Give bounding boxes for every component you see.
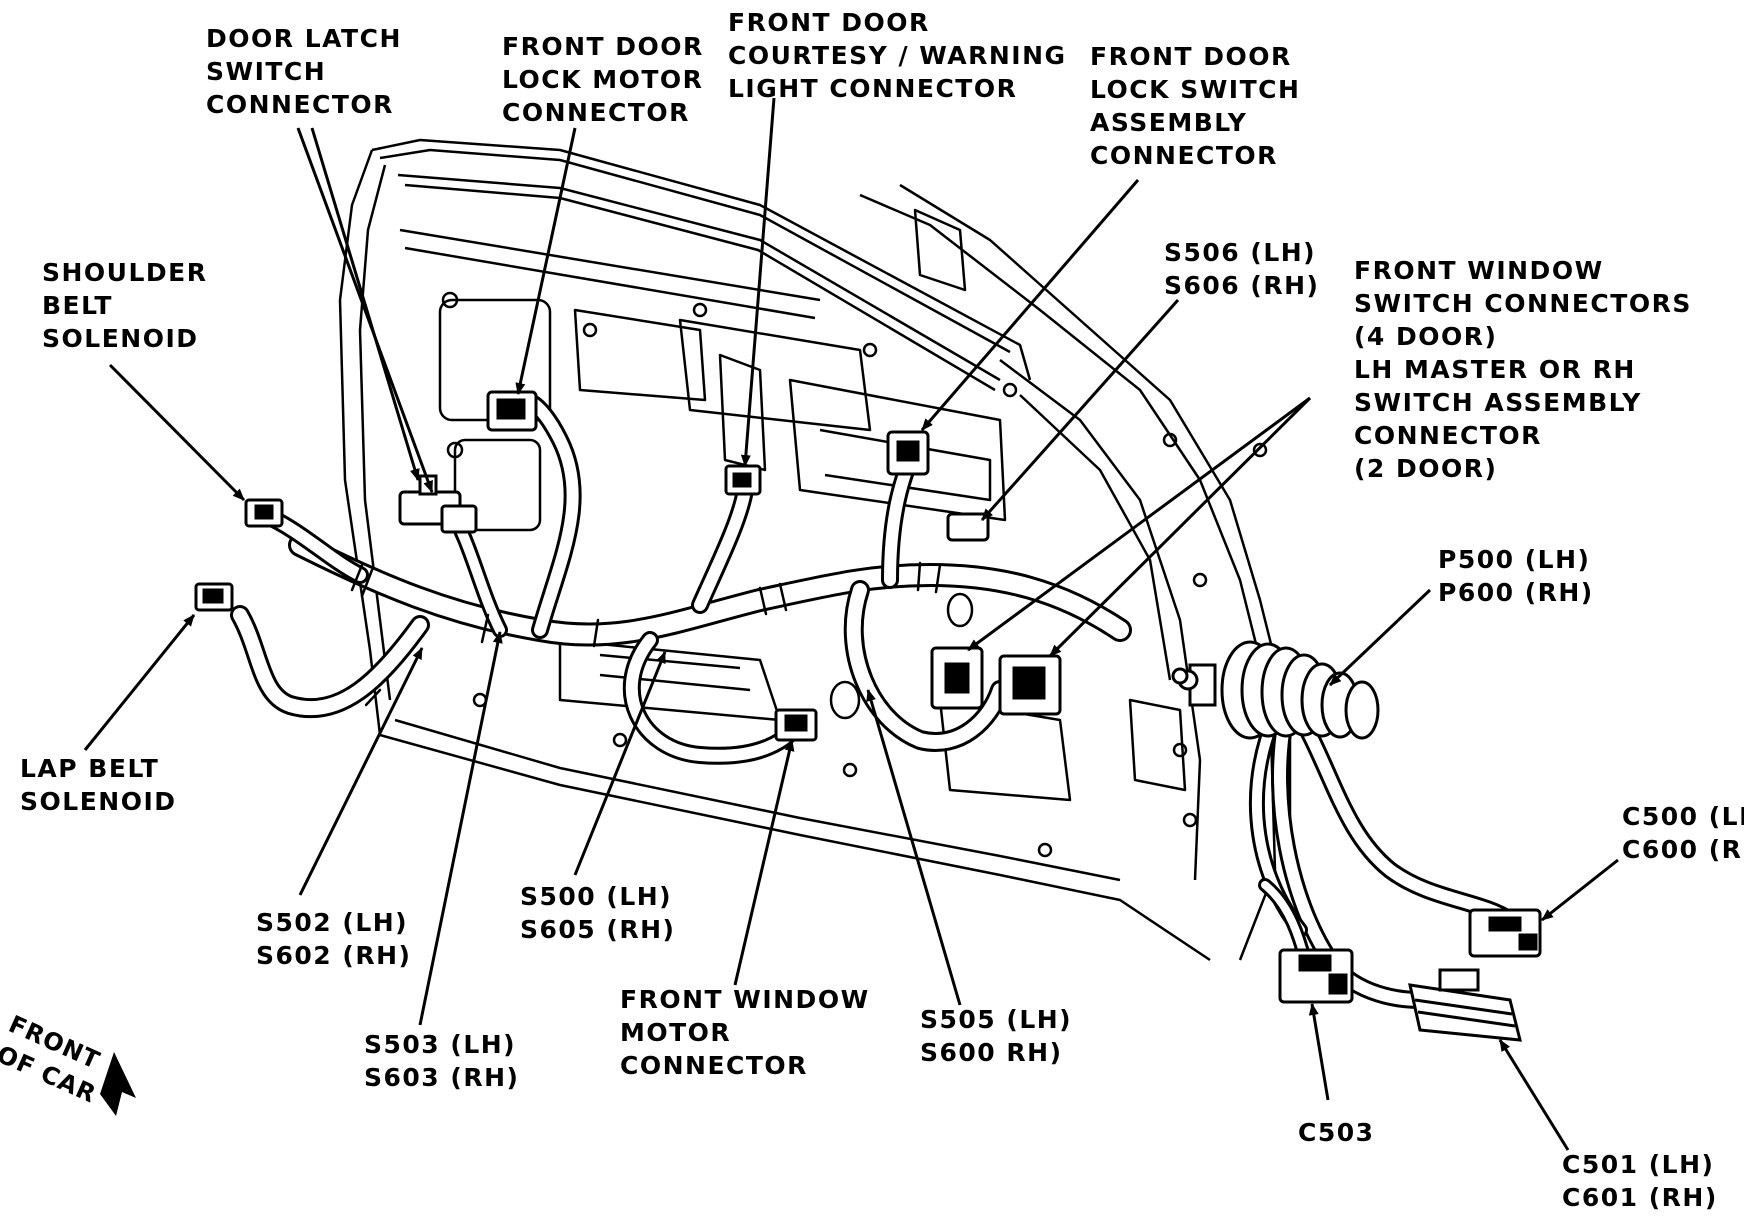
label-line: C600 (RH) [1622,835,1744,864]
label-line: FRONT DOOR [1090,42,1292,71]
label-line: SWITCH CONNECTORS [1354,289,1692,318]
label-s503-s603: S503 (LH) S603 (RH) [364,1028,519,1094]
label-line: LIGHT CONNECTOR [728,74,1018,103]
label-front-window-motor-connector: FRONT WINDOW MOTOR CONNECTOR [620,983,870,1082]
label-line: ASSEMBLY [1090,108,1248,137]
label-line: (2 DOOR) [1354,454,1498,483]
label-line: FRONT WINDOW [620,985,870,1014]
front-arrow-icon [100,1052,136,1116]
door-latch-connector-icon [398,474,478,534]
label-line: P500 (LH) [1438,545,1591,574]
label-line: FRONT DOOR [502,32,704,61]
label-line: CONNECTOR [620,1051,808,1080]
label-shoulder-belt-solenoid: SHOULDER BELT SOLENOID [42,256,208,355]
courtesy-light-connector-icon [724,464,762,496]
c503-connector-icon [1278,948,1354,1004]
label-line: LOCK SWITCH [1090,75,1301,104]
label-c503: C503 [1298,1116,1375,1149]
label-s505-s600: S505 (LH) S600 RH) [920,1003,1072,1069]
front-of-car-indicator: FRONT OF CAR [0,1010,152,1120]
label-line: FRONT WINDOW [1354,256,1604,285]
c501-connector-icon [1408,968,1522,1042]
label-line: LOCK MOTOR [502,65,704,94]
label-line: S605 (RH) [520,915,676,944]
label-line: SHOULDER [42,258,208,287]
label-front-door-lock-motor-connector: FRONT DOOR LOCK MOTOR CONNECTOR [502,30,704,129]
c500-connector-icon [1468,908,1542,958]
label-front-door-lock-switch-assembly-connector: FRONT DOOR LOCK SWITCH ASSEMBLY CONNECTO… [1090,40,1300,172]
label-line: FRONT DOOR [728,8,930,37]
label-line: S506 (LH) [1164,238,1317,267]
label-line: (4 DOOR) [1354,322,1498,351]
label-line: S600 RH) [920,1038,1063,1067]
lock-switch-connector-icon [886,430,930,476]
label-line: C500 (LH) [1622,802,1744,831]
label-c500-c600: C500 (LH) C600 (RH) [1622,800,1744,866]
shoulder-belt-connector-icon [244,498,284,528]
label-line: COURTESY / WARNING [728,41,1067,70]
label-s500-s605: S500 (LH) S605 (RH) [520,880,675,946]
label-line: C501 (LH) [1562,1150,1715,1179]
label-s506-s606: S506 (LH) S606 (RH) [1164,236,1319,302]
label-line: P600 (RH) [1438,578,1594,607]
label-line: S500 (LH) [520,882,673,911]
label-line: C601 (RH) [1562,1183,1718,1212]
label-line: CONNECTOR [502,98,690,127]
label-front-door-courtesy-warning-light-connector: FRONT DOOR COURTESY / WARNING LIGHT CONN… [728,6,1067,105]
label-line: MOTOR [620,1018,732,1047]
label-lap-belt-solenoid: LAP BELT SOLENOID [20,752,177,818]
label-line: S606 (RH) [1164,271,1320,300]
window-motor-connector-icon [774,708,818,742]
grommet-p500 [1171,640,1380,740]
label-p500-p600: P500 (LH) P600 (RH) [1438,543,1594,609]
splice-s506-icon [946,512,990,542]
label-line: SOLENOID [20,787,177,816]
label-door-latch-switch-connector: DOOR LATCH SWITCH CONNECTOR [206,22,402,121]
label-line: SWITCH [206,57,327,86]
label-line: S602 (RH) [256,941,412,970]
label-line: SWITCH ASSEMBLY [1354,388,1642,417]
door-panel [338,138,1292,962]
label-line: S503 (LH) [364,1030,517,1059]
label-c501-c601: C501 (LH) C601 (RH) [1562,1148,1718,1214]
connectors [194,390,1542,1042]
lock-motor-connector-icon [486,390,538,432]
window-switch-connector-icon [930,646,1062,716]
label-front-window-switch-connectors: FRONT WINDOW SWITCH CONNECTORS (4 DOOR) … [1354,254,1692,485]
lap-belt-connector-icon [194,582,234,612]
label-line: CONNECTOR [206,90,394,119]
label-line: C503 [1298,1118,1375,1147]
label-line: SOLENOID [42,324,199,353]
label-line: S603 (RH) [364,1063,520,1092]
label-line: CONNECTOR [1090,141,1278,170]
label-line: BELT [42,291,113,320]
label-s502-s602: S502 (LH) S602 (RH) [256,906,411,972]
label-line: CONNECTOR [1354,421,1542,450]
label-line: S502 (LH) [256,908,409,937]
label-line: DOOR LATCH [206,24,402,53]
leader-arrows [83,97,1619,1151]
label-line: LH MASTER OR RH [1354,355,1636,384]
label-line: LAP BELT [20,754,160,783]
label-line: S505 (LH) [920,1005,1073,1034]
